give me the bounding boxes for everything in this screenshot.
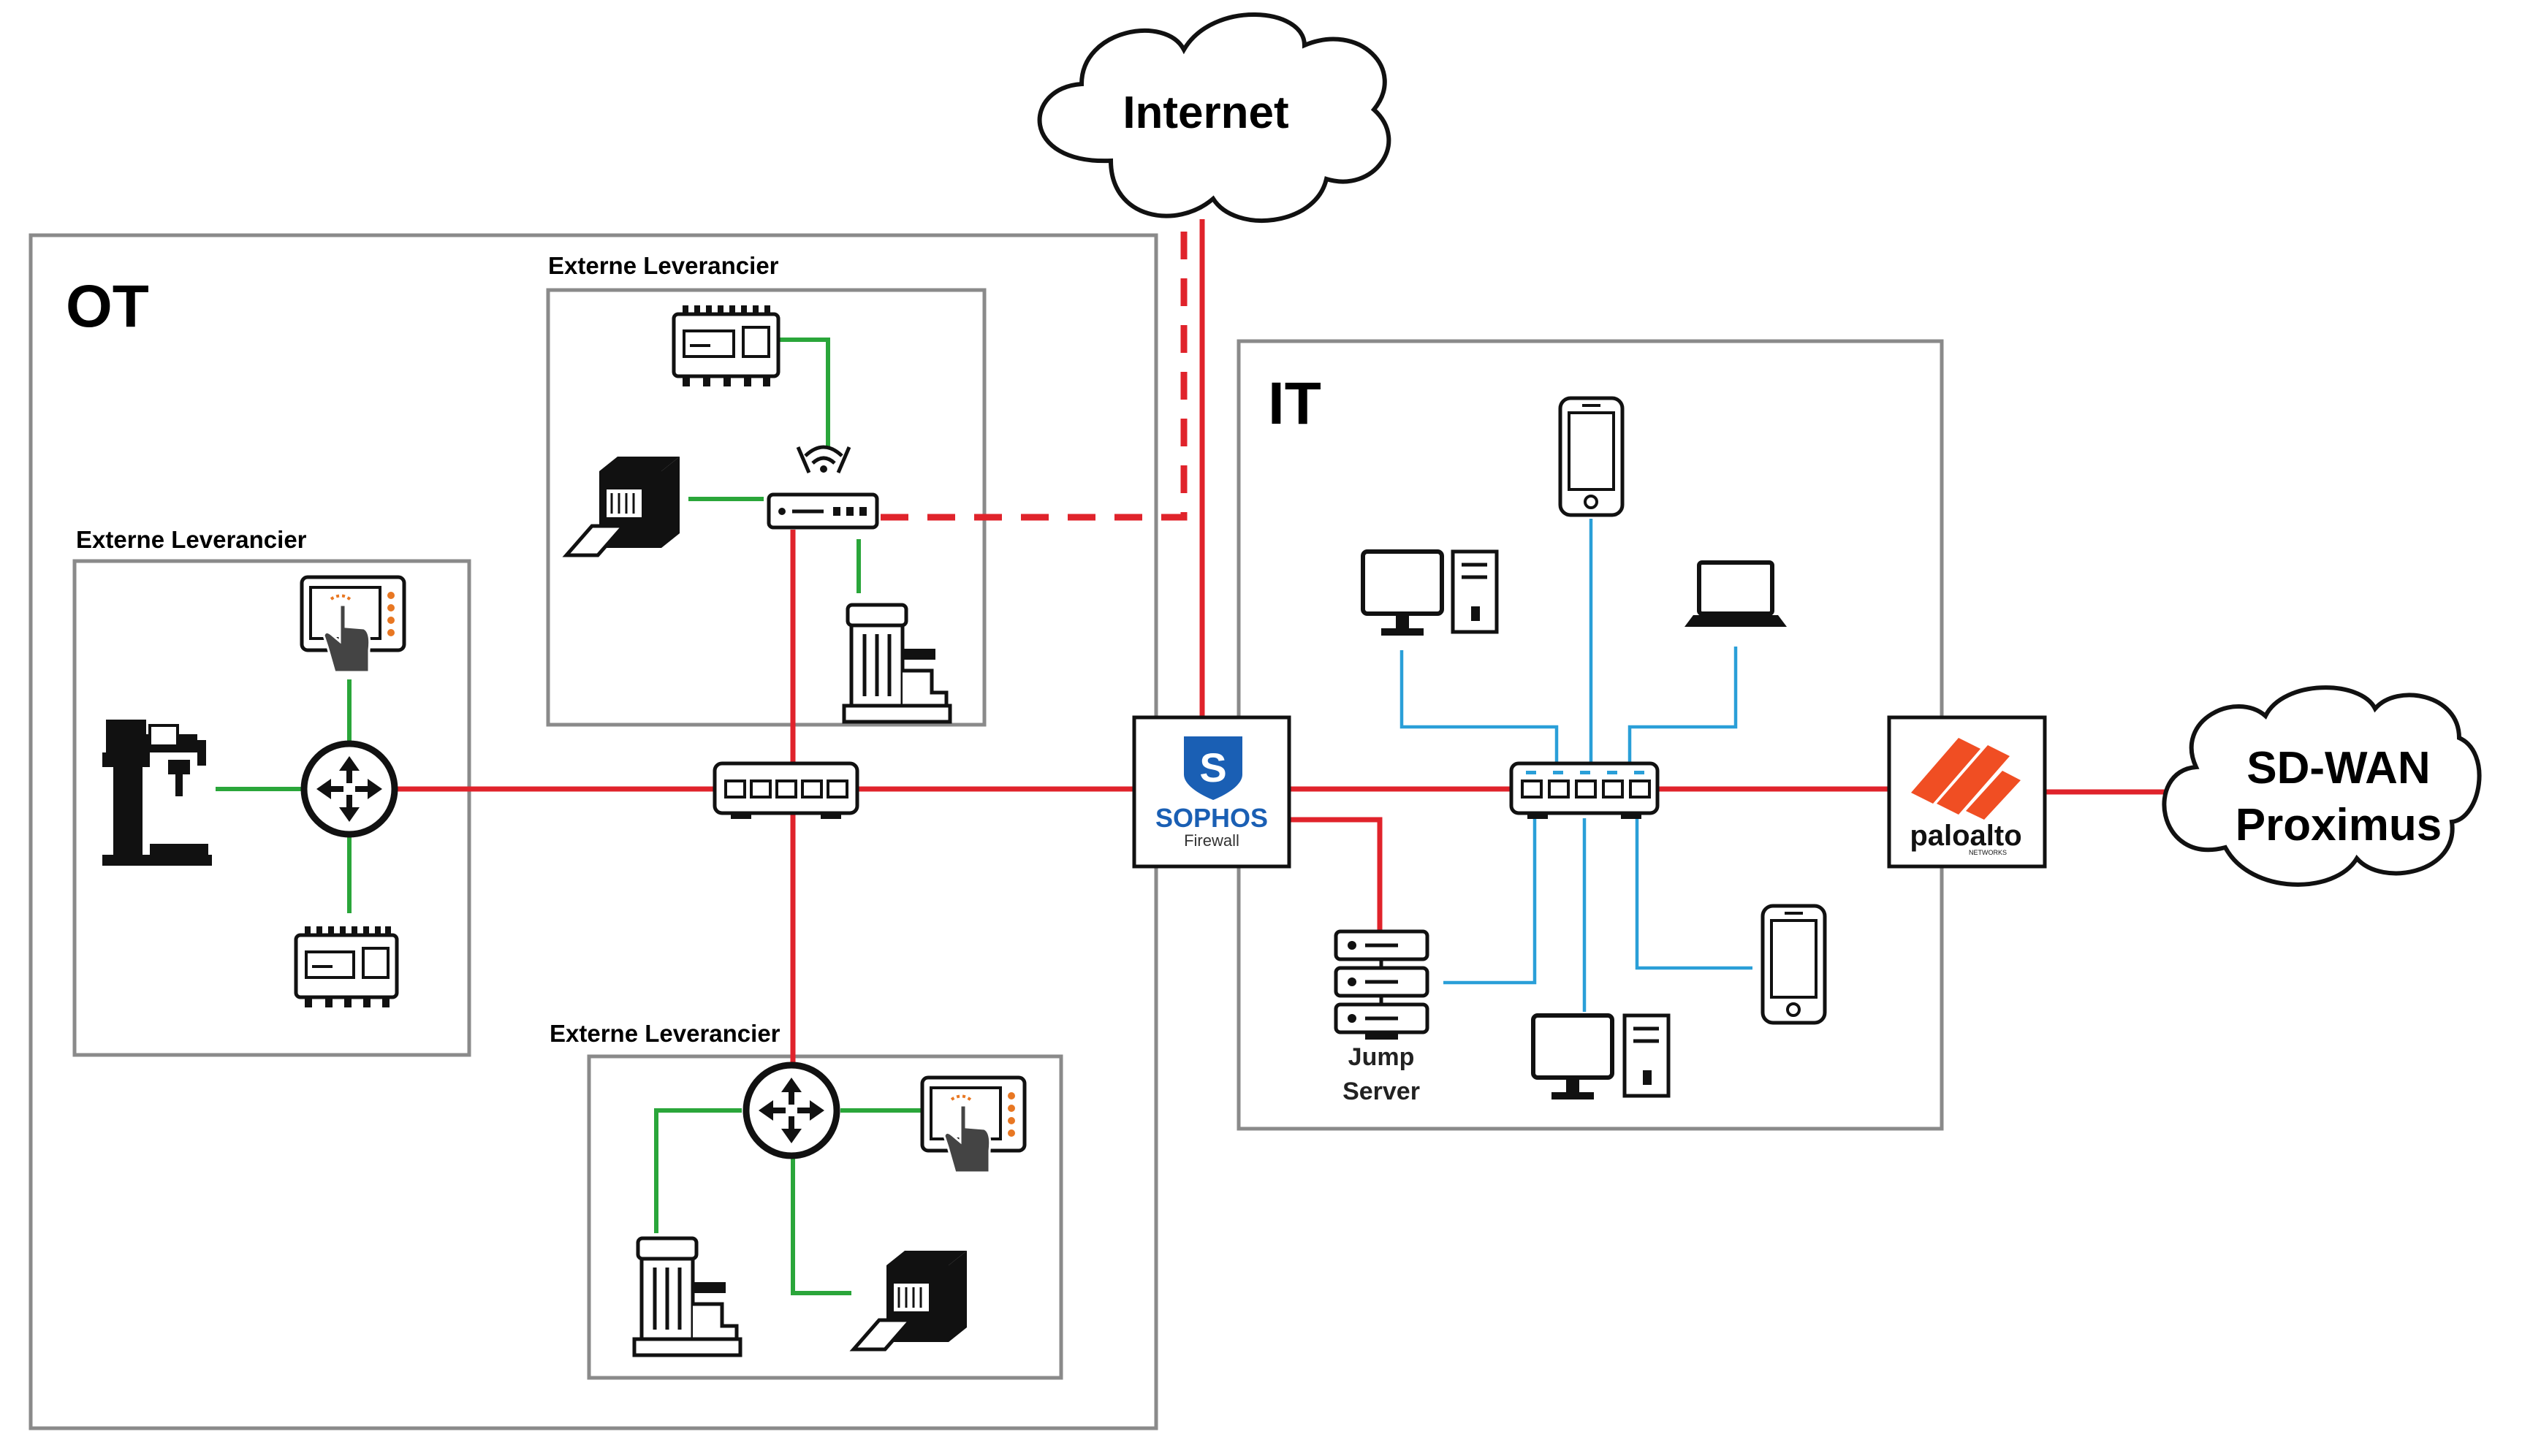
pump-icon-bottom — [632, 1236, 742, 1357]
it-switch-icon — [1509, 761, 1660, 819]
sophos-shield-icon — [1184, 736, 1242, 800]
sophos-brand: SOPHOS — [1155, 803, 1268, 833]
jump-server-icon — [1334, 929, 1429, 1040]
internet-cloud: Internet — [1037, 12, 1391, 223]
hmi-touch-panel-icon-left — [300, 575, 406, 674]
link-wifi-internet-dashed — [881, 219, 1188, 521]
plc-icon-left — [294, 926, 399, 1007]
paloalto-brand: paloalto — [1910, 820, 2021, 852]
desktop-computer-icon-bottom — [1531, 1013, 1671, 1099]
industrial-printer-icon-top — [562, 457, 680, 557]
industrial-printer-icon-bottom — [849, 1251, 967, 1352]
link-it-jump — [1443, 818, 1537, 985]
vendor-bottom-title: Externe Leverancier — [550, 1020, 780, 1047]
paloalto-sub: NETWORKS — [1969, 849, 2007, 856]
link-firewall-jump — [1290, 817, 1383, 931]
desktop-computer-icon-top — [1361, 549, 1499, 636]
plc-icon-top — [672, 305, 780, 386]
vendor-top-title: Externe Leverancier — [548, 252, 779, 279]
link-it-laptop — [1627, 647, 1738, 763]
laptop-icon — [1684, 560, 1787, 627]
ot-switch-icon — [713, 761, 859, 819]
link-it-phone-bottom — [1635, 818, 1752, 970]
jump-server-label-2: Server — [1342, 1078, 1420, 1105]
sdwan-cloud: SD-WAN Proximus — [2162, 685, 2482, 887]
link-vb-router-pump — [654, 1108, 742, 1233]
link-it-desktop-top — [1399, 650, 1559, 763]
wifi-router-icon — [767, 445, 879, 530]
sdwan-label-1: SD-WAN — [2246, 743, 2430, 793]
ot-title: OT — [66, 273, 149, 340]
smartphone-icon-top — [1558, 396, 1625, 517]
paloalto-logo-icon — [1911, 738, 2021, 820]
hmi-touch-panel-icon-bottom — [920, 1075, 1027, 1174]
sophos-sub: Firewall — [1184, 831, 1239, 850]
smartphone-icon-bottom — [1761, 904, 1827, 1025]
sdwan-label-2: Proximus — [2236, 800, 2442, 850]
cnc-machine-icon — [102, 720, 212, 866]
link-vt-plc-wifi — [778, 338, 830, 447]
jump-server-label-1: Jump — [1348, 1043, 1415, 1071]
it-title: IT — [1268, 370, 1321, 437]
link-vb-router-printer — [791, 1158, 851, 1295]
ot-router-icon — [300, 740, 398, 838]
vendor-left-title: Externe Leverancier — [76, 526, 307, 553]
svg-text:S: S — [1199, 744, 1226, 790]
vendor-bottom-router-icon — [742, 1061, 840, 1159]
internet-label: Internet — [1123, 88, 1288, 138]
paloalto-firewall: paloalto NETWORKS — [1887, 715, 2047, 869]
pump-icon-top — [842, 603, 952, 724]
sophos-firewall: S SOPHOS Firewall — [1132, 715, 1291, 869]
